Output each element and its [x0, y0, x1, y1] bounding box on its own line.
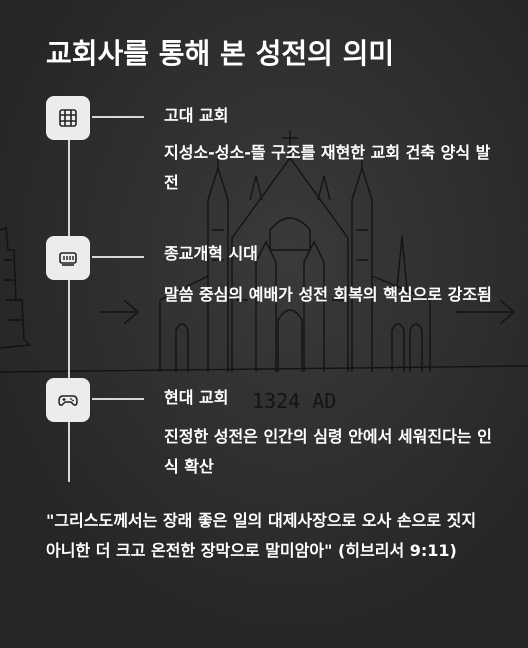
timeline-line — [68, 132, 70, 482]
gamepad-icon — [58, 395, 78, 406]
timeline-connector — [92, 116, 144, 118]
era-title-modern: 현대 교회 — [164, 388, 229, 407]
building-columns-icon — [59, 109, 77, 127]
timeline-connector — [92, 256, 144, 258]
era-title-ancient: 고대 교회 — [164, 106, 229, 125]
era-description-modern: 진정한 성전은 인간의 심령 안에서 세워진다는 인식 확산 — [164, 427, 492, 476]
timeline-node-modern — [46, 378, 90, 422]
timeline-node-reformation — [46, 236, 90, 280]
sketch-caption: 1324 AD — [252, 389, 336, 413]
bookstand-icon — [59, 252, 77, 266]
timeline-connector — [92, 398, 144, 400]
era-title-reformation: 종교개혁 시대 — [164, 244, 258, 263]
era-description-ancient: 지성소-성소-뜰 구조를 재현한 교회 건축 양식 발전 — [164, 143, 491, 192]
era-description-reformation: 말씀 중심의 예배가 성전 회복의 핵심으로 강조됨 — [164, 285, 492, 304]
page-title: 교회사를 통해 본 성전의 의미 — [46, 37, 395, 70]
timeline-node-ancient — [46, 96, 90, 140]
scripture-quote: "그리스도께서는 장래 좋은 일의 대제사장으로 오사 손으로 짓지 아니한 더… — [46, 511, 477, 560]
